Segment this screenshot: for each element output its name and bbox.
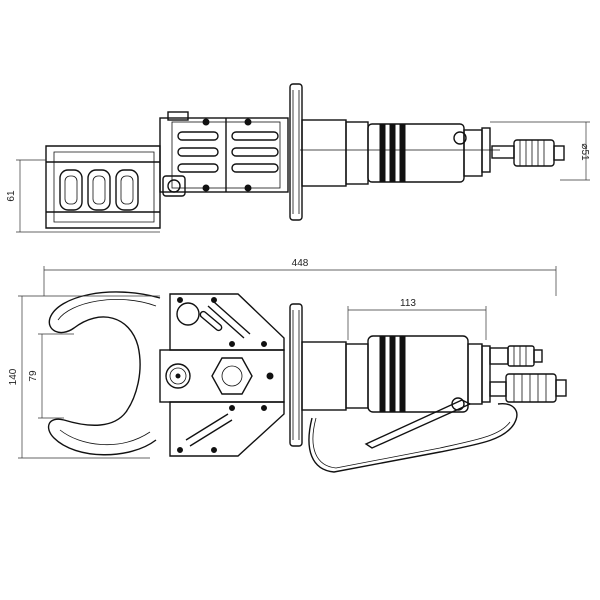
side-handle-body [301,335,491,413]
side-upper-connector [489,345,543,367]
side-flange [289,303,303,447]
side-jaws [47,291,161,456]
side-trigger-lever [364,397,472,449]
dimension-113: 113 [347,298,487,340]
side-lower-plate [169,401,285,457]
dimension-448: 448 [43,258,557,296]
top-jaw-block [45,145,161,229]
dim-label-61: 61 [6,190,17,202]
dim-label-448: 448 [292,258,309,269]
dimension-61: 61 [6,159,160,233]
side-hose [308,403,518,473]
side-lower-connector [489,373,567,403]
side-center-block [159,349,285,403]
dimension-diameter-51: ⌀51 [490,121,590,181]
dim-label-140: 140 [8,368,19,385]
top-side-knob [162,175,186,197]
dim-label-diameter-51: ⌀51 [579,143,590,161]
top-handle-body [301,119,491,187]
side-view: 113 140 79 [8,291,567,473]
dimension-140: 140 [8,295,160,459]
side-upper-plate [169,293,285,351]
dim-label-79: 79 [28,370,39,382]
dimension-79: 79 [28,333,74,419]
dim-label-113: 113 [400,298,416,309]
top-flange [289,83,303,221]
top-cylinder-housing [159,111,289,193]
top-view: 61 ⌀51 [6,83,590,233]
top-hose-connector [491,139,565,167]
